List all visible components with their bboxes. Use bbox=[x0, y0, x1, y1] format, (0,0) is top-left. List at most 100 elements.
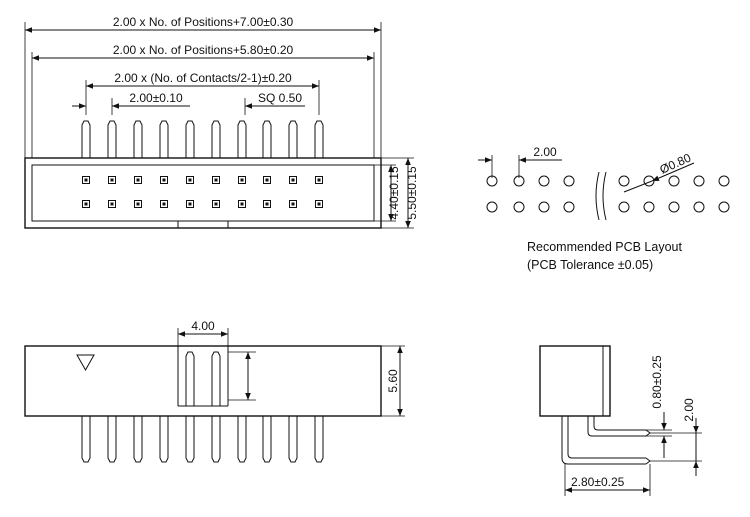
front-pin bbox=[81, 416, 91, 463]
contact-center bbox=[317, 178, 321, 182]
contact-square bbox=[263, 176, 271, 184]
pcb-hole bbox=[513, 201, 525, 213]
top-pins bbox=[81, 120, 324, 158]
contact-center bbox=[136, 202, 140, 206]
contact-center bbox=[162, 178, 166, 182]
pcb-hole bbox=[643, 175, 655, 187]
front-pin bbox=[107, 416, 117, 463]
pcb-hole bbox=[668, 175, 680, 187]
pin-pitch-label: 2.00±0.10 bbox=[129, 91, 183, 105]
contact-square bbox=[134, 200, 142, 208]
contact-square bbox=[289, 176, 297, 184]
pcb-hole bbox=[668, 201, 680, 213]
top-pin bbox=[107, 120, 117, 158]
pcb-pitch-label: 2.00 bbox=[533, 145, 557, 159]
side-height-label: 5.60 bbox=[386, 369, 400, 393]
overall-length-label: 2.00 x No. of Positions+7.00±0.30 bbox=[113, 15, 294, 29]
contact-center bbox=[110, 178, 114, 182]
polarization-key-slot bbox=[177, 220, 229, 229]
top-view: 2.00 x No. of Positions+7.00±0.30 2.00 x… bbox=[24, 15, 419, 229]
contact-square bbox=[238, 176, 246, 184]
contact-square bbox=[160, 176, 168, 184]
pcb-holes bbox=[486, 175, 730, 213]
inner-length-label: 2.00 x No. of Positions+5.80±0.20 bbox=[113, 43, 294, 57]
contact-center bbox=[291, 178, 295, 182]
pcb-hole bbox=[538, 175, 550, 187]
top-pin bbox=[314, 120, 324, 158]
pin-offset-label: 2.80±0.25 bbox=[571, 475, 625, 489]
front-pin bbox=[262, 416, 272, 463]
contact-center bbox=[265, 202, 269, 206]
contact-center bbox=[188, 178, 192, 182]
top-pin bbox=[237, 120, 247, 158]
pcb-hole-diameter-label: Ø0.80 bbox=[658, 151, 694, 177]
pcb-hole bbox=[538, 201, 550, 213]
pin-square-label: SQ 0.50 bbox=[258, 91, 302, 105]
contact-center bbox=[291, 202, 295, 206]
contact-square bbox=[160, 200, 168, 208]
body-outer-height-label: 5.50±0.15 bbox=[405, 166, 419, 220]
pin-one-triangle-marker bbox=[76, 354, 95, 372]
front-pin bbox=[288, 416, 298, 463]
pcb-hole bbox=[563, 175, 575, 187]
contact-square bbox=[315, 176, 323, 184]
contact-center bbox=[188, 202, 192, 206]
contact-center bbox=[214, 202, 218, 206]
row-pitch-label: 2.00 bbox=[682, 398, 696, 422]
body-inner-height-label: 4.40±0.15 bbox=[387, 166, 401, 220]
pcb-hole bbox=[718, 175, 730, 187]
front-pin bbox=[211, 416, 221, 463]
pcb-hole bbox=[693, 175, 705, 187]
contact-center bbox=[84, 202, 88, 206]
contact-center bbox=[136, 178, 140, 182]
contact-square bbox=[108, 176, 116, 184]
pcb-hole bbox=[718, 201, 730, 213]
top-pin bbox=[159, 120, 169, 158]
key-window-pin bbox=[211, 351, 221, 406]
pcb-layout-title: Recommended PCB Layout bbox=[527, 240, 682, 254]
contact-square bbox=[108, 200, 116, 208]
contact-grid bbox=[82, 176, 323, 208]
front-pin bbox=[133, 416, 143, 463]
contact-square bbox=[315, 200, 323, 208]
front-pin bbox=[314, 416, 324, 463]
housing-inner-wall bbox=[31, 164, 375, 222]
pin-height-label: 0.80±0.25 bbox=[650, 355, 664, 409]
contact-square bbox=[82, 176, 90, 184]
top-pin bbox=[81, 120, 91, 158]
side-view: 0.80±0.25 2.00 2.80±0.25 bbox=[539, 345, 702, 496]
pcb-hole bbox=[618, 175, 630, 187]
contact-square bbox=[82, 200, 90, 208]
contact-square bbox=[134, 176, 142, 184]
top-pin bbox=[133, 120, 143, 158]
top-pin bbox=[185, 120, 195, 158]
key-window-pin bbox=[185, 351, 195, 406]
pcb-hole bbox=[693, 201, 705, 213]
pcb-hole bbox=[563, 201, 575, 213]
front-pin bbox=[159, 416, 169, 463]
contact-span-label: 2.00 x (No. of Contacts/2-1)±0.20 bbox=[114, 71, 292, 85]
contact-square bbox=[263, 200, 271, 208]
pcb-hole bbox=[643, 201, 655, 213]
key-width-label: 4.00 bbox=[191, 319, 215, 333]
contact-center bbox=[162, 202, 166, 206]
contact-square bbox=[212, 176, 220, 184]
pcb-hole bbox=[618, 201, 630, 213]
contact-center bbox=[84, 178, 88, 182]
contact-square bbox=[186, 176, 194, 184]
side-housing-outline bbox=[539, 345, 611, 417]
front-pin bbox=[237, 416, 247, 463]
contact-square bbox=[238, 200, 246, 208]
contact-center bbox=[240, 202, 244, 206]
front-housing-outline bbox=[24, 345, 382, 417]
top-pin bbox=[288, 120, 298, 158]
pcb-hole bbox=[486, 175, 498, 187]
contact-square bbox=[289, 200, 297, 208]
contact-center bbox=[214, 178, 218, 182]
front-pin bbox=[185, 416, 195, 463]
housing-outline bbox=[24, 157, 382, 229]
contact-square bbox=[186, 200, 194, 208]
contact-center bbox=[317, 202, 321, 206]
pcb-hole bbox=[486, 201, 498, 213]
